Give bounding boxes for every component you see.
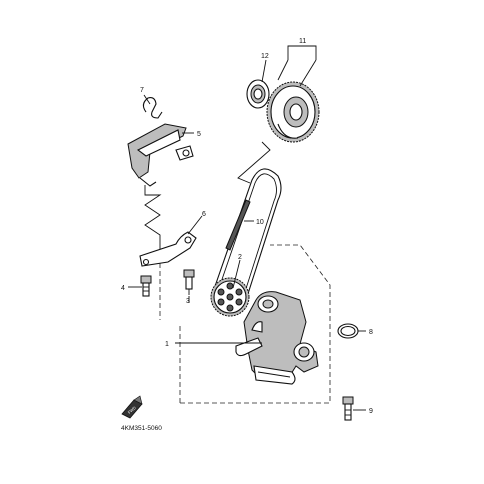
part-label-11: 11: [299, 38, 306, 45]
oil-pump-assembly-part: [235, 291, 319, 385]
part-label-1: 1: [165, 341, 169, 348]
part-label-6: 6: [202, 211, 206, 218]
forward-badge-text: FWD: [127, 405, 137, 415]
diagram-code: 4KM351-5060: [121, 425, 162, 432]
drive-chain-part: [212, 168, 282, 301]
drive-gear-part: [266, 81, 320, 143]
oil-pump-cover-part: [127, 123, 194, 187]
part-label-4: 4: [121, 285, 125, 292]
part-labels: 1 2 3 4 5 6 7 8 9 10 11 12: [121, 38, 373, 415]
o-ring-part: [337, 323, 359, 339]
oil-seal-part: [246, 79, 270, 109]
part-label-2: 2: [238, 254, 242, 261]
part-label-7: 7: [140, 87, 144, 94]
bolt-part-4: [140, 275, 152, 297]
part-label-10: 10: [256, 219, 264, 226]
clip-part: [142, 97, 163, 119]
part-label-9: 9: [369, 408, 373, 415]
leader-lines: [128, 45, 366, 411]
bolt-part-9: [342, 396, 354, 421]
part-label-12: 12: [261, 53, 269, 60]
part-label-3: 3: [186, 298, 190, 305]
forward-direction-badge: FWD: [121, 395, 143, 419]
part-label-5: 5: [197, 131, 201, 138]
driven-sprocket-part: [210, 277, 250, 317]
part-label-8: 8: [369, 329, 373, 336]
bolt-part-3: [183, 269, 195, 295]
bracket-part: [139, 231, 197, 267]
